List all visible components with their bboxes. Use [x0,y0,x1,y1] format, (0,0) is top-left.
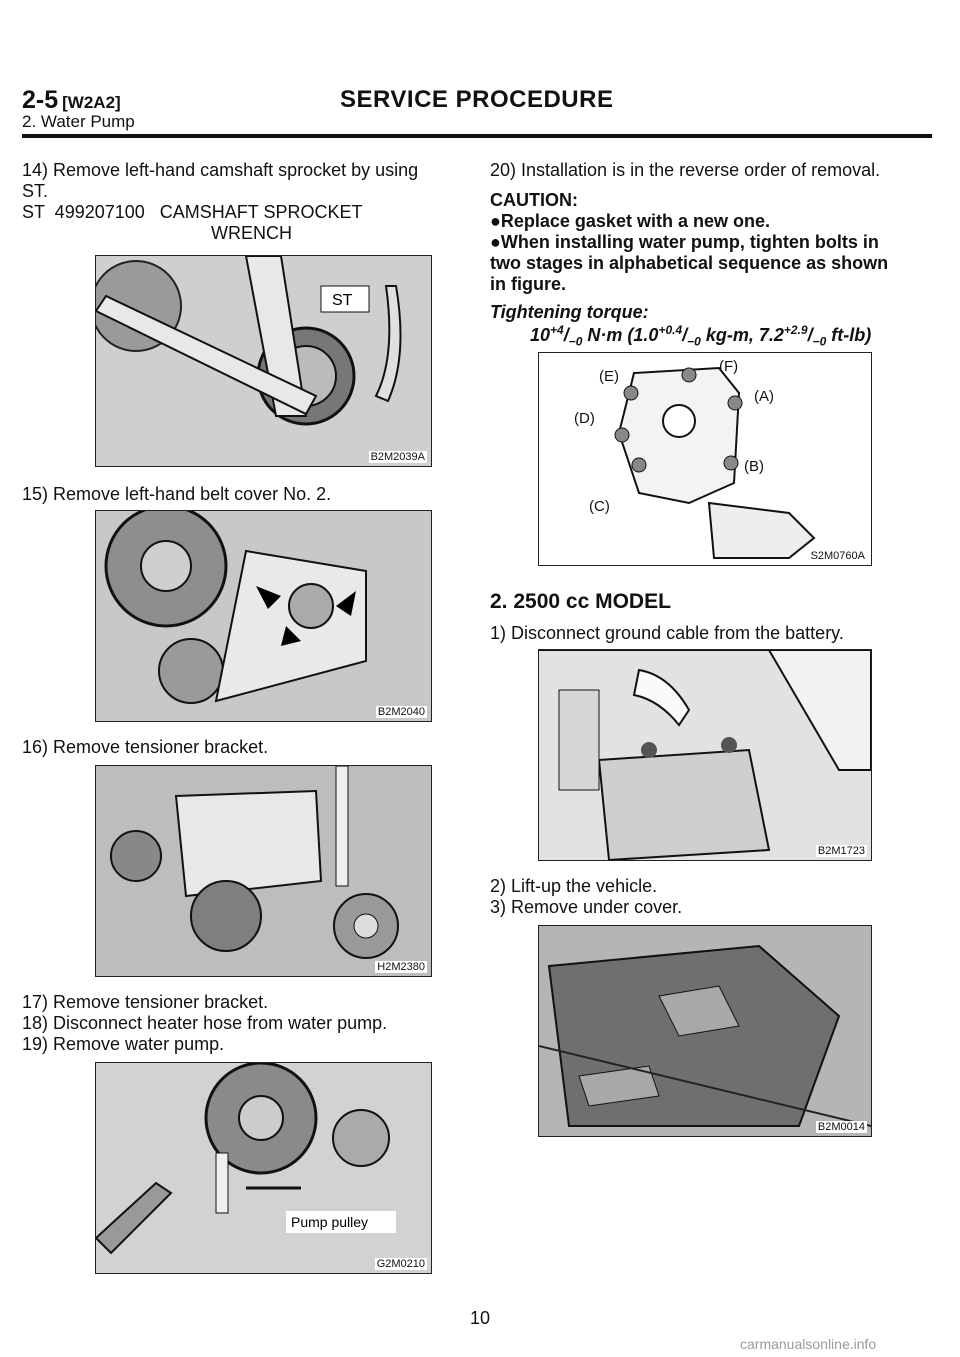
figure-caption: G2M0210 [374,1258,427,1270]
figure-under-cover-art [539,926,871,1136]
fig4-label: Pump pulley [291,1214,368,1230]
fig1-st-label: ST [332,292,353,309]
figure-tensioner-bracket-art [96,766,431,976]
figure-bolt-sequence-art: (E) (F) (A) (D) (B) (C) [539,353,871,565]
step-20: 20) Installation is in the reverse order… [490,160,881,180]
bolt-label-b: (B) [744,458,764,475]
figure-battery: B2M1723 [538,649,872,861]
figure-caption: S2M0760A [808,550,867,562]
step-17: 17) Remove tensioner bracket. [22,992,269,1012]
caution-item-2-line2: two stages in alphabetical sequence as s… [490,253,889,273]
figure-bolt-sequence: (E) (F) (A) (D) (B) (C) S2M0760A [538,352,872,566]
step-1: 1) Disconnect ground cable from the batt… [490,623,844,643]
figure-caption: H2M2380 [375,961,427,973]
step-14-line1: 14) Remove left-hand camshaft sprocket b… [22,160,419,180]
step-16: 16) Remove tensioner bracket. [22,737,269,757]
page-title: SERVICE PROCEDURE [340,86,614,113]
figure-tensioner-bracket: H2M2380 [95,765,432,977]
step-3: 3) Remove under cover. [490,897,683,917]
section-code: [W2A2] [62,93,121,112]
watermark: carmanualsonline.info [740,1336,877,1352]
figure-caption: B2M2040 [375,706,427,718]
figure-caption: B2M1723 [815,845,867,857]
figure-battery-art [539,650,871,860]
section-heading: 2. 2500 cc MODEL [490,590,671,613]
figure-pump-pulley: Pump pulley G2M0210 [95,1062,432,1274]
bullet-icon: ● [490,232,501,252]
page-number: 10 [469,1308,491,1328]
step-2: 2) Lift-up the vehicle. [490,876,658,896]
caution-title: CAUTION: [490,190,578,210]
step-15: 15) Remove left-hand belt cover No. 2. [22,484,332,504]
torque-value: 10+4/−0 N·m (1.0+0.4/−0 kg-m, 7.2+2.9/−0… [530,323,872,349]
bolt-label-c: (C) [589,498,610,515]
page-subtitle: 2. Water Pump [22,112,135,131]
figure-under-cover: B2M0014 [538,925,872,1137]
section-number: 2-5[W2A2] [22,86,121,114]
figure-camshaft-sprocket: ST B2M2039A [95,255,432,467]
bolt-label-a: (A) [754,388,774,405]
figure-camshaft-sprocket-art: ST [96,256,431,466]
header-rule [22,134,932,138]
step-14-tool: ST 499207100 CAMSHAFT SPROCKET [22,202,363,222]
caution-item-2-line3: in figure. [490,274,566,294]
torque-title: Tightening torque: [490,302,649,322]
step-14-tool-name: WRENCH [211,223,292,243]
figure-belt-cover: B2M2040 [95,510,432,722]
bolt-label-d: (D) [574,410,595,427]
step-14-line2: ST. [22,181,49,201]
bullet-icon: ● [490,211,501,231]
bolt-label-e: (E) [599,368,619,385]
figure-pump-pulley-art: Pump pulley [96,1063,431,1273]
step-18: 18) Disconnect heater hose from water pu… [22,1013,388,1033]
caution-item-1: ●Replace gasket with a new one. [490,211,770,231]
bolt-label-f: (F) [719,358,738,375]
figure-caption: B2M2039A [368,451,427,463]
figure-belt-cover-art [96,511,431,721]
figure-caption: B2M0014 [815,1121,867,1133]
step-19: 19) Remove water pump. [22,1034,225,1054]
caution-item-2: ●When installing water pump, tighten bol… [490,232,879,252]
